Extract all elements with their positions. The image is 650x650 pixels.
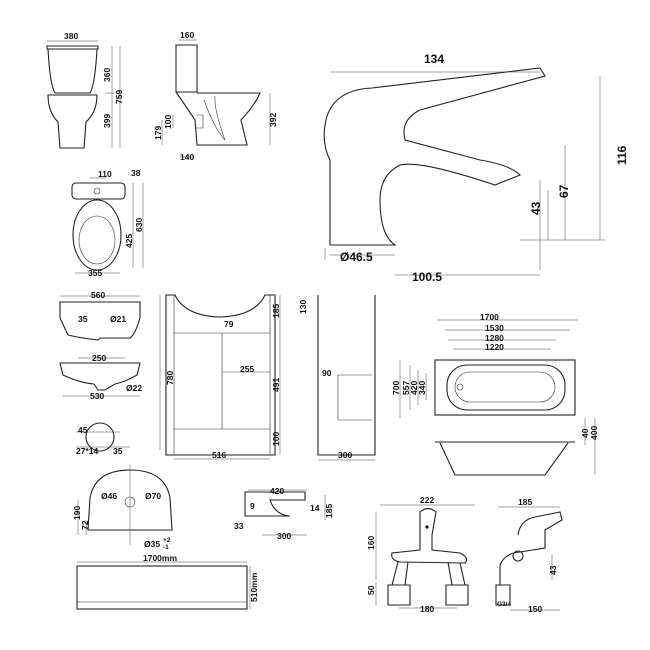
dim-label: Ø22 [126, 383, 142, 393]
dim-label: Ø35 [144, 539, 160, 549]
dim-label: 560 [91, 290, 105, 300]
dim-label: 43 [548, 565, 558, 575]
dim-label: 110 [98, 169, 112, 179]
dim-label: 380 [64, 31, 78, 41]
toilet-front-view: 380 360 759 399 [46, 31, 124, 149]
dim-label: 134 [424, 52, 444, 66]
dim-label: 250 [92, 353, 106, 363]
dim-label: 185 [518, 497, 532, 507]
dim-label: 27*14 [76, 446, 98, 456]
dim-label: 510mm [249, 572, 259, 602]
dim-label: 222 [420, 495, 434, 505]
dim-label: Ø46 [101, 491, 117, 501]
dim-label: 140 [180, 152, 194, 162]
dim-label: 160 [366, 536, 376, 550]
dim-label: 630 [134, 218, 144, 232]
toilet-side-view: 160 392 179 100 140 [153, 30, 278, 162]
dim-label: 185 [324, 504, 334, 518]
dim-label: 1700mm [143, 553, 177, 563]
basin-views: 560 35 Ø21 250 530 Ø22 45 27*14 35 [59, 290, 142, 456]
dim-label: 255 [240, 364, 254, 374]
basin-mixer: 185 43 G3/4 150 [495, 497, 563, 614]
dim-label: 43 [529, 201, 543, 215]
dim-label: 400 [589, 426, 599, 440]
small-basin: 420 9 14 185 33 300 [234, 486, 334, 541]
dim-label: 90 [322, 368, 332, 378]
round-basin: Ø46 Ø70 190 72 Ø35 +2 -1 [72, 465, 173, 551]
dim-label: 360 [102, 68, 112, 82]
dim-label: 1280 [485, 333, 504, 343]
dim-label: +2 [163, 537, 171, 544]
dim-label: 759 [114, 90, 124, 104]
dim-label: 35 [113, 446, 123, 456]
dim-label: 516 [212, 450, 226, 460]
bath-shower-mixer: 222 160 50 180 [366, 495, 475, 614]
dim-label: 45 [78, 425, 88, 435]
dim-label: 116 [615, 145, 629, 165]
toilet-top-view: 110 38 425 630 355 [71, 168, 144, 278]
vanity-unit-front: 780 79 255 185 491 100 516 [159, 294, 281, 460]
dim-label: 100 [163, 115, 173, 129]
vanity-unit-side: 130 90 300 [298, 295, 376, 461]
dim-label: 9 [250, 501, 255, 511]
bath-panel: 1700mm 510mm [76, 553, 259, 610]
dim-label: 420 [270, 486, 284, 496]
dim-label: 150 [528, 604, 542, 614]
dim-label: 300 [338, 450, 352, 460]
dim-label: 425 [124, 234, 134, 248]
dim-label: 79 [224, 319, 234, 329]
dim-label: G3/4 [497, 601, 511, 608]
dim-label: 72 [80, 520, 90, 530]
dim-label: 557 [401, 381, 411, 395]
dim-label: 420 [409, 381, 419, 395]
bath-drawing: 1700 1530 1280 1220 700 557 420 340 40 4… [391, 312, 599, 476]
dim-label: 340 [417, 381, 427, 395]
dim-label: 100.5 [412, 270, 442, 284]
dim-label: 179 [153, 126, 163, 140]
dim-label: 50 [366, 585, 376, 595]
dim-label: 1530 [485, 323, 504, 333]
dim-label: 355 [88, 268, 102, 278]
dim-label: 700 [391, 381, 401, 395]
dim-label: 33 [234, 521, 244, 531]
dim-label: 14 [310, 503, 320, 513]
dim-label: 392 [268, 113, 278, 127]
dim-label: 1700 [480, 312, 499, 322]
dim-label: Ø46.5 [340, 250, 373, 264]
dim-label: -1 [163, 544, 169, 551]
dim-label: Ø21 [110, 314, 126, 324]
dim-label: 399 [102, 114, 112, 128]
dim-label: 491 [271, 378, 281, 392]
basin-tap-drawing: 134 116 67 43 Ø46.5 100.5 [323, 52, 629, 284]
dim-label: 530 [90, 391, 104, 401]
dim-label: 780 [165, 371, 175, 385]
dim-label: 180 [420, 604, 434, 614]
dim-label: 160 [180, 30, 194, 40]
dim-label: 190 [72, 506, 82, 520]
dim-label: 130 [298, 300, 308, 314]
dim-label: 67 [557, 184, 571, 198]
dim-label: 38 [131, 168, 141, 178]
dim-label: 1220 [485, 342, 504, 352]
dim-label: 100 [271, 432, 281, 446]
dim-label: 185 [271, 304, 281, 318]
dim-label: 40 [580, 428, 590, 438]
dim-label: 300 [277, 531, 291, 541]
dim-label: 35 [78, 314, 88, 324]
dim-label: Ø70 [145, 491, 161, 501]
